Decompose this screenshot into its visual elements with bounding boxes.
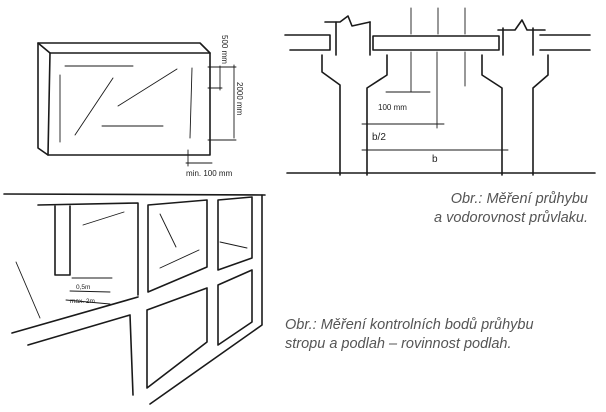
label-b-half: b/2 bbox=[372, 132, 386, 143]
caption-floor-line2: stropu a podlah – rovinnost podlah. bbox=[285, 336, 512, 352]
label-max-2m: max. 2m bbox=[70, 298, 95, 305]
caption-beam-line1: Obr.: Měření průhybu bbox=[450, 191, 588, 207]
label-min-100mm: min. 100 mm bbox=[186, 169, 233, 178]
caption-beam-line2: a vodorovnost průvlaku. bbox=[434, 210, 588, 226]
label-b: b bbox=[432, 154, 438, 165]
label-2000mm: 2000 mm bbox=[235, 82, 244, 116]
label-0-5m: 0,5m bbox=[76, 284, 90, 291]
caption-beam: Obr.: Měření průhybu a vodorovnost průvl… bbox=[434, 190, 588, 228]
beam-sketch: 100 mm b/2 b bbox=[284, 7, 596, 176]
label-100mm: 100 mm bbox=[378, 103, 407, 112]
caption-floor: Obr.: Měření kontrolních bodů průhybu st… bbox=[285, 316, 534, 354]
label-500mm: 500 mm bbox=[220, 35, 229, 64]
wall-panel-sketch: 500 mm 2000 mm min. 100 mm bbox=[37, 35, 244, 178]
frame-sketch: 0,5m max. 2m bbox=[3, 193, 266, 405]
caption-floor-line1: Obr.: Měření kontrolních bodů průhybu bbox=[285, 317, 534, 333]
